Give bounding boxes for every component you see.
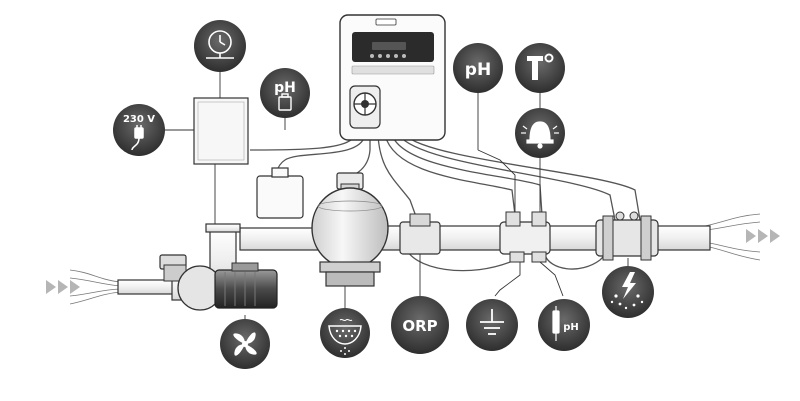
filter-bowl-icon [328, 318, 362, 355]
voltage-label: 230 V [123, 114, 155, 125]
ground-badge [466, 299, 518, 351]
ph-sensor-label: pH [465, 60, 491, 80]
ph-tank-badge: pH [260, 68, 310, 118]
control-cables [249, 134, 641, 223]
pump-badge [220, 319, 270, 369]
clock-icon [206, 30, 234, 59]
timer-control-box [193, 97, 249, 165]
syringe-icon [552, 306, 560, 341]
orp-fitting [399, 213, 441, 255]
sand-filter [311, 172, 389, 287]
chemical-tank-icon [278, 93, 292, 111]
chemical-tank [256, 167, 304, 219]
lightning-bubbles-icon [610, 272, 644, 310]
ground-icon [480, 309, 504, 335]
orp-label: ORP [402, 317, 437, 335]
ph-probe-label: pH [563, 322, 579, 333]
timer-badge [194, 20, 246, 72]
propeller-icon [233, 332, 257, 356]
power-badge: 230 V [113, 104, 165, 156]
electrolysis-badge [602, 266, 654, 318]
sensor-manifold [499, 211, 551, 263]
temperature-badge [515, 43, 565, 93]
thermometer-icon [527, 53, 554, 80]
power-plug-icon [131, 125, 144, 151]
alarm-badge [515, 108, 565, 158]
inlet-flow-lines [69, 269, 121, 305]
ph-sensor-badge: pH [453, 43, 503, 93]
controller-unit [339, 14, 446, 141]
orp-badge: ORP [391, 296, 449, 354]
electrolysis-cell [595, 211, 659, 261]
bell-icon [521, 121, 559, 149]
ph-probe-badge: pH [538, 299, 590, 351]
filter-badge [320, 308, 370, 358]
pool-pump [159, 254, 278, 311]
ph-tank-label: pH [274, 80, 296, 96]
flow-out-arrows-icon [746, 229, 780, 243]
flow-in-arrows-icon [46, 280, 80, 294]
